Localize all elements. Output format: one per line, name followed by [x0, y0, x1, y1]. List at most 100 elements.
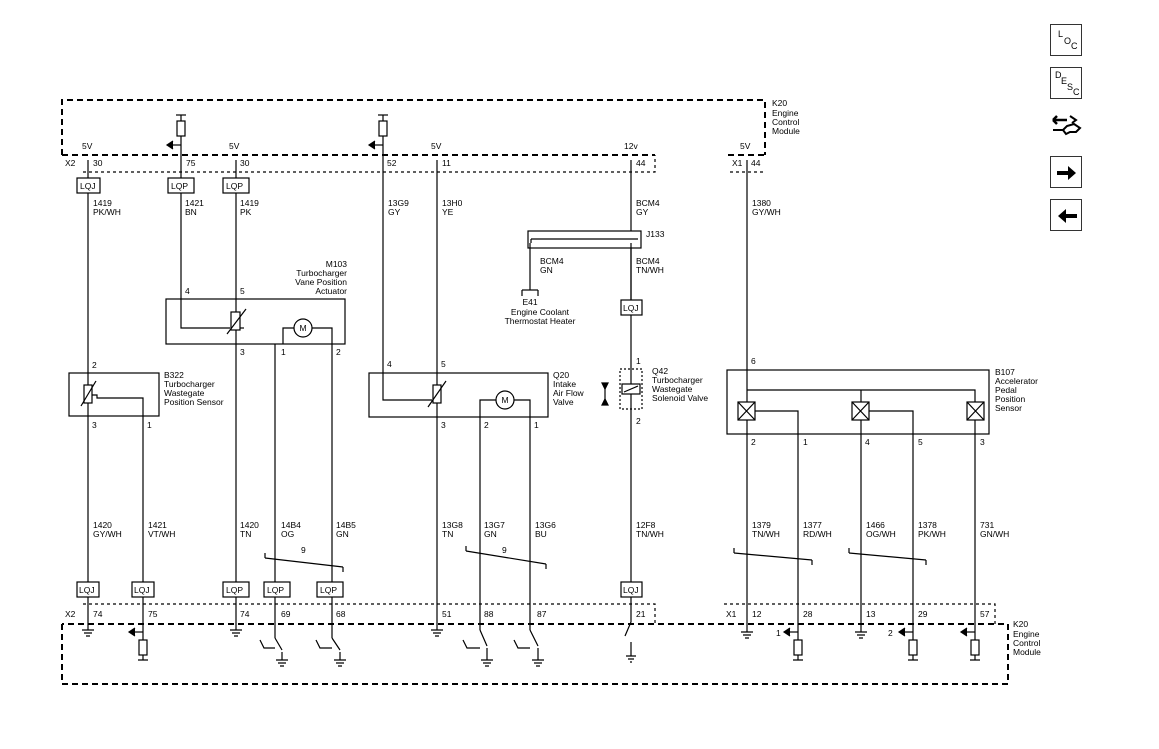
wire-circuit: 1421	[185, 198, 204, 208]
b322-name-3: Position Sensor	[164, 397, 224, 407]
ref-marker: 2	[888, 628, 893, 638]
desc-letter: E	[1061, 76, 1068, 86]
bottom-pin: 69	[281, 609, 291, 619]
inline-connector-label: LQJ	[134, 585, 150, 595]
e41-name-1: Engine Coolant	[511, 307, 570, 317]
wire-circuit: 1421	[148, 520, 167, 530]
b322-pin: 3	[92, 420, 97, 430]
wire-circuit: 1379	[752, 520, 771, 530]
connector-view-button[interactable]	[1050, 110, 1082, 142]
inline-connector-label: LQJ	[80, 181, 96, 191]
top-volt: 12v	[624, 141, 638, 151]
loc-letter: O	[1064, 36, 1072, 46]
splice-down-color: TN/WH	[636, 265, 664, 275]
ecm-bottom-name-2: Control	[1013, 638, 1041, 648]
bottom-pin: 88	[484, 609, 494, 619]
next-arrow-icon	[1057, 166, 1076, 180]
wire-color: PK/WH	[918, 529, 946, 539]
m103-pin: 3	[240, 347, 245, 357]
top-volt: 5V	[740, 141, 751, 151]
b322-pin: 2	[92, 360, 97, 370]
wire-circuit: 1380	[752, 198, 771, 208]
q20-ref: Q20	[553, 370, 569, 380]
wire-color: YE	[442, 207, 454, 217]
wire-color: TN	[442, 529, 453, 539]
inline-connector-label: LQJ	[623, 303, 639, 313]
bottom-pin: 51	[442, 609, 452, 619]
m103-pin: 1	[281, 347, 286, 357]
b107-name-3: Position	[995, 394, 1026, 404]
top-pin: 52	[387, 158, 397, 168]
m103-pin: 5	[240, 286, 245, 296]
connector-x1-top: X1	[732, 158, 743, 168]
next-button[interactable]	[1050, 156, 1082, 188]
b107-name-1: Accelerator	[995, 376, 1038, 386]
wire-color: GN/WH	[980, 529, 1009, 539]
loc-letter: L	[1058, 29, 1064, 39]
wire-circuit: 13G7	[484, 520, 505, 530]
q42-name-2: Wastegate	[652, 384, 693, 394]
q42-name-1: Turbocharger	[652, 375, 703, 385]
loc-letter: C	[1071, 41, 1078, 51]
ecm-bottom-name-3: Module	[1013, 647, 1041, 657]
top-volt: 5V	[82, 141, 93, 151]
q42-ref: Q42	[652, 366, 668, 376]
top-pin: 11	[442, 158, 451, 168]
bottom-pin: 29	[918, 609, 928, 619]
inline-connector-label: LQJ	[79, 585, 95, 595]
svg-text:M: M	[501, 395, 508, 405]
wire-color: BN	[185, 207, 197, 217]
inline-connector-label: LQP	[171, 181, 188, 191]
wire-color: BU	[535, 529, 547, 539]
b322-pin: 1	[147, 420, 152, 430]
ecm-top-name-2: Control	[772, 117, 800, 127]
m103-pin: 4	[185, 286, 190, 296]
wire-circuit: 14B5	[336, 520, 356, 530]
twist-label: 9	[502, 545, 507, 555]
m103-name-3: Actuator	[315, 286, 347, 296]
b107-pin: 3	[980, 437, 985, 447]
b107-pin: 4	[865, 437, 870, 447]
b107-pin: 1	[803, 437, 808, 447]
wire-color: GY/WH	[752, 207, 781, 217]
b107-name-2: Pedal	[995, 385, 1017, 395]
inline-connector-label: LQP	[226, 181, 243, 191]
wire-circuit: 13G9	[388, 198, 409, 208]
wire-color: GY	[388, 207, 401, 217]
m103-name-2: Vane Position	[295, 277, 347, 287]
inline-connector-label: LQP	[226, 585, 243, 595]
m103-pin: 2	[336, 347, 341, 357]
wire-color: VT/WH	[148, 529, 175, 539]
q20-name-2: Air Flow	[553, 388, 585, 398]
q20-pin: 5	[441, 359, 446, 369]
wire-circuit: 13H0	[442, 198, 463, 208]
bottom-pin: 13	[866, 609, 876, 619]
connector-x1-bottom: X1	[726, 609, 737, 619]
wire-circuit: 14B4	[281, 520, 301, 530]
bottom-pin: 21	[636, 609, 646, 619]
wire-color: GN	[336, 529, 349, 539]
e41-name-2: Thermostat Heater	[505, 316, 576, 326]
wire-color: TN/WH	[752, 529, 780, 539]
back-button[interactable]	[1050, 199, 1082, 231]
description-button[interactable]: D E S C	[1050, 67, 1082, 99]
location-button[interactable]: L O C	[1050, 24, 1082, 56]
ecm-bottom-ref: K20	[1013, 619, 1028, 629]
wire-circuit: 13G8	[442, 520, 463, 530]
b322-name-1: Turbocharger	[164, 379, 215, 389]
bottom-pin: 74	[240, 609, 250, 619]
wire-circuit: 13G6	[535, 520, 556, 530]
top-pin: 44	[751, 158, 761, 168]
b107-name-4: Sensor	[995, 403, 1022, 413]
inline-connector-label: LQP	[267, 585, 284, 595]
inline-connector-label: LQP	[320, 585, 337, 595]
top-pin: 30	[240, 158, 250, 168]
top-volt: 5V	[229, 141, 240, 151]
q20-pin: 1	[534, 420, 539, 430]
desc-letter: D	[1055, 70, 1062, 80]
connector-x2-top: X2	[65, 158, 76, 168]
ecm-top-ref: K20	[772, 98, 787, 108]
wire-circuit: 1420	[240, 520, 259, 530]
top-pin: 30	[93, 158, 103, 168]
